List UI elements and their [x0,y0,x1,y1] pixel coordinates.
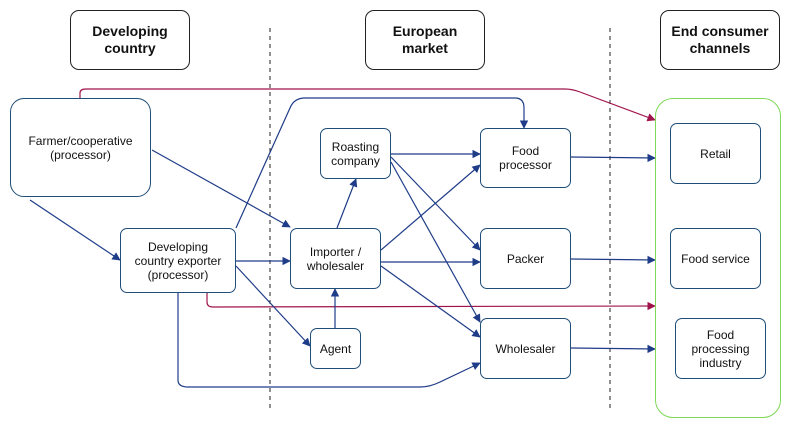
arrow-farmer-to-end-consumer [79,88,656,122]
arrow-exporter-to-agent [235,265,311,347]
arrow-roasting-to-packer [390,156,481,251]
arrow-exporter-to-wholesaler [177,293,481,388]
node-packer: Packer [480,228,571,289]
arrow-exporter-to-food-processor [235,97,529,229]
arrow-importer-to-roasting [336,178,358,229]
header-developing-country: Developing country [70,10,190,70]
arrow-farmer-to-exporter [29,199,121,261]
arrow-roasting-to-wholesaler [390,161,481,323]
node-food-processing-industry: Food processing industry [675,318,766,379]
node-wholesaler: Wholesaler [480,318,571,379]
arrow-farmer-to-importer [151,149,291,228]
node-developing-country-exporter: Developing country exporter (processor) [120,228,236,293]
arrow-wholesaler-to-end [570,344,656,354]
arrow-importer-to-food-processor [380,164,481,251]
node-retail: Retail [670,123,761,184]
end-consumer-group [655,98,781,418]
node-food-service: Food service [670,228,761,289]
node-farmer-cooperative: Farmer/cooperative (processor) [10,98,151,197]
header-end-consumer-channels: End consumer channels [660,10,780,70]
header-european-market: European market [365,10,485,70]
node-roasting-company: Roasting company [320,128,391,179]
arrow-importer-to-wholesaler [380,265,481,338]
node-agent: Agent [310,328,361,369]
node-importer-wholesaler: Importer / wholesaler [290,228,381,289]
node-food-processor: Food processor [480,128,571,188]
arrow-packer-to-end [570,255,656,265]
arrow-food-processor-to-end [570,153,656,163]
arrow-exporter-to-end-consumer [206,293,656,311]
